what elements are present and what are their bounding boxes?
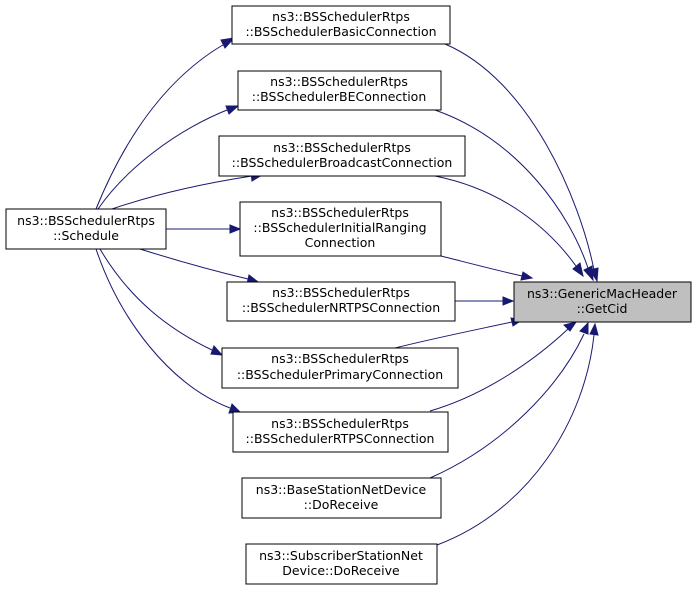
edge-arrow-icon	[210, 345, 224, 356]
node-label-line: ns3::BSSchedulerRtps	[273, 140, 411, 155]
node-box	[513, 281, 692, 323]
node-label-line: ::Schedule	[53, 228, 119, 243]
node-box	[232, 411, 449, 453]
node-broadcast-connection[interactable]: ns3::BSSchedulerRtps ::BSSchedulerBroadc…	[218, 135, 466, 177]
edge-schedule-to-nrtps	[139, 248, 249, 280]
edge-schedule-to-primary	[99, 248, 213, 351]
node-box	[221, 347, 459, 389]
node-label-line: Device::DoReceive	[282, 563, 400, 578]
node-label-line: ::GetCid	[577, 301, 628, 316]
node-label-line: ::BSSchedulerNRTPSConnection	[242, 300, 440, 315]
node-label-line: ::BSSchedulerRTPSConnection	[246, 431, 435, 446]
edge-rtps-to-getcid	[429, 328, 569, 412]
edge-schedule-to-rtps	[95, 248, 231, 409]
node-schedule[interactable]: ns3::BSSchedulerRtps ::Schedule	[5, 208, 167, 250]
node-be-connection[interactable]: ns3::BSSchedulerRtps ::BSSchedulerBEConn…	[237, 70, 442, 111]
edge-broadcast-to-getcid	[434, 175, 577, 267]
edge-schedule-to-broadcast	[111, 175, 253, 210]
edge-arrow-icon	[220, 37, 236, 49]
node-label-line: ns3::BSSchedulerRtps	[272, 9, 410, 24]
edge-arrow-icon	[225, 105, 240, 115]
edge-ssreceive-to-getcid	[436, 334, 595, 546]
node-label-line: ns3::GenericMacHeader	[527, 286, 678, 301]
edge-ranging-to-getcid	[440, 255, 523, 277]
edge-arrow-icon	[520, 271, 534, 281]
edge-arrow-icon	[563, 321, 578, 332]
node-box	[241, 477, 442, 519]
node-label-line: ::BSSchedulerPrimaryConnection	[237, 367, 443, 382]
node-basic-connection[interactable]: ns3::BSSchedulerRtps ::BSSchedulerBasicC…	[231, 5, 451, 45]
node-label-line: ::BSSchedulerBroadcastConnection	[232, 155, 453, 170]
edge-schedule-to-basic	[95, 41, 229, 210]
edge-bsreceive-to-getcid	[429, 333, 585, 479]
node-label-line: ns3::BSSchedulerRtps	[270, 74, 408, 89]
edge-basic-to-getcid	[444, 43, 595, 271]
edge-be-to-getcid	[434, 109, 589, 269]
node-label-line: ns3::BSSchedulerRtps	[271, 205, 409, 220]
node-primary-connection[interactable]: ns3::BSSchedulerRtps ::BSSchedulerPrimar…	[221, 347, 459, 389]
node-label-line: ns3::BSSchedulerRtps	[17, 213, 155, 228]
node-label-line: Connection	[305, 235, 376, 250]
node-box	[5, 208, 167, 250]
edge-arrow-icon	[589, 322, 599, 336]
node-rtps-connection[interactable]: ns3::BSSchedulerRtps ::BSSchedulerRTPSCo…	[232, 411, 449, 453]
edge-arrow-icon	[229, 224, 242, 234]
edge-arrow-icon	[572, 262, 584, 278]
node-initial-ranging-connection[interactable]: ns3::BSSchedulerRtps ::BSSchedulerInitia…	[239, 201, 442, 257]
node-box	[245, 543, 438, 585]
edges-to-getcid	[394, 43, 599, 546]
node-label-line: ns3::BSSchedulerRtps	[271, 416, 409, 431]
node-label-line: ::BSSchedulerInitialRanging	[253, 220, 426, 235]
edge-arrow-icon	[502, 296, 515, 306]
edge-arrow-icon	[579, 321, 589, 335]
node-nrtps-connection[interactable]: ns3::BSSchedulerRtps ::BSSchedulerNRTPSC…	[226, 281, 456, 322]
edge-arrow-icon	[583, 265, 594, 282]
node-basestation-doreceive[interactable]: ns3::BaseStationNetDevice ::DoReceive	[241, 477, 442, 519]
node-box	[237, 70, 442, 111]
node-box	[218, 135, 466, 177]
edge-primary-to-getcid	[394, 321, 513, 349]
node-label-line: ::DoReceive	[304, 497, 379, 512]
node-label-line: ns3::BSSchedulerRtps	[271, 351, 409, 366]
edge-schedule-to-be	[97, 107, 233, 210]
node-box	[226, 281, 456, 322]
node-label-line: ::BSSchedulerBEConnection	[252, 89, 427, 104]
node-label-line: ns3::SubscriberStationNet	[259, 548, 423, 563]
edges-from-schedule	[95, 37, 264, 414]
node-label-line: ns3::BaseStationNetDevice	[256, 482, 427, 497]
node-subscriberstation-doreceive[interactable]: ns3::SubscriberStationNet Device::DoRece…	[245, 543, 438, 585]
node-box	[231, 5, 451, 45]
node-getcid[interactable]: ns3::GenericMacHeader ::GetCid	[513, 281, 692, 323]
node-label-line: ::BSSchedulerBasicConnection	[245, 24, 436, 39]
node-box	[239, 201, 442, 257]
node-label-line: ns3::BSSchedulerRtps	[272, 285, 410, 300]
